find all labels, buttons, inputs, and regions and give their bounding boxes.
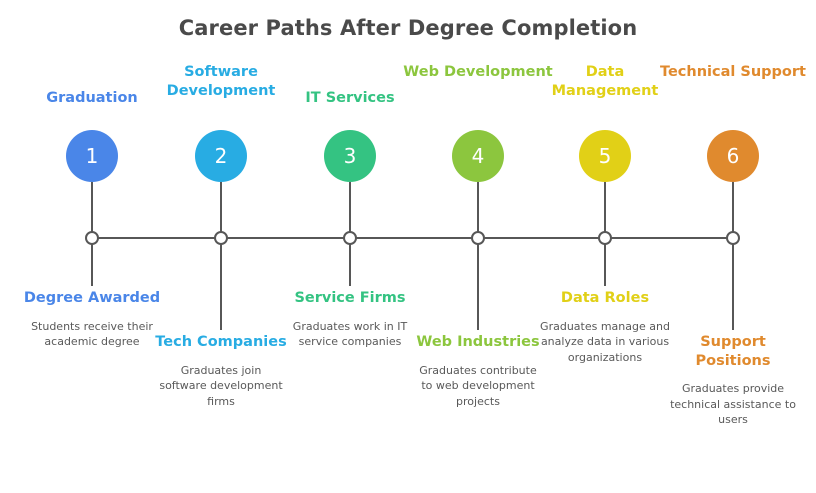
axis-node-4[interactable]	[471, 231, 485, 245]
column-heading-5: Data Management	[551, 64, 659, 99]
step-circle-4[interactable]: 4	[452, 130, 504, 182]
step-circle-3[interactable]: 3	[324, 130, 376, 182]
column-block-2: Tech Companies Graduates join software d…	[146, 333, 296, 409]
block-title-3: Service Firms	[294, 290, 406, 306]
block-title-2: Tech Companies	[155, 334, 287, 350]
column-heading-6: Technical Support	[660, 64, 806, 80]
column-block-1: Degree Awarded Students receive their ac…	[17, 289, 167, 350]
column-heading-1: Graduation	[46, 90, 138, 106]
axis-node-6[interactable]	[726, 231, 740, 245]
step-circle-6[interactable]: 6	[707, 130, 759, 182]
column-block-6: Support Positions Graduates provide tech…	[658, 333, 808, 428]
block-description-1: Students receive their academic degree	[31, 319, 153, 349]
column-heading-4: Web Development	[403, 64, 553, 80]
axis-node-1[interactable]	[85, 231, 99, 245]
block-description-2: Graduates join software development firm…	[159, 363, 283, 408]
block-title-6: Support Positions	[695, 334, 771, 369]
axis-node-2[interactable]	[214, 231, 228, 245]
column-block-5: Data Roles Graduates manage and analyze …	[530, 289, 680, 365]
block-description-6: Graduates provide technical assistance t…	[670, 382, 796, 427]
step-circle-2[interactable]: 2	[195, 130, 247, 182]
step-circle-5[interactable]: 5	[579, 130, 631, 182]
axis-node-5[interactable]	[598, 231, 612, 245]
timeline-column-2: Software Development 2 Tech Companies Gr…	[146, 0, 296, 493]
column-stem-2	[220, 182, 222, 330]
column-heading-3: IT Services	[305, 90, 395, 106]
step-circle-1[interactable]: 1	[66, 130, 118, 182]
axis-node-3[interactable]	[343, 231, 357, 245]
column-stem-4	[477, 182, 479, 330]
column-stem-6	[732, 182, 734, 330]
block-title-1: Degree Awarded	[23, 290, 161, 306]
timeline-column-4: Web Development 4 Web Industries Graduat…	[403, 0, 553, 493]
block-description-3: Graduates work in IT service companies	[292, 319, 408, 349]
block-description-4: Graduates contribute to web development …	[419, 363, 537, 408]
block-title-5: Data Roles	[560, 290, 650, 306]
timeline-column-3: IT Services 3 Service Firms Graduates wo…	[275, 0, 425, 493]
timeline-column-5: Data Management 5 Data Roles Graduates m…	[530, 0, 680, 493]
column-block-3: Service Firms Graduates work in IT servi…	[275, 289, 425, 350]
timeline-column-6: Technical Support 6 Support Positions Gr…	[658, 0, 808, 493]
timeline-axis	[92, 237, 733, 239]
block-title-4: Web Industries	[416, 334, 540, 350]
block-description-5: Graduates manage and analyze data in var…	[540, 319, 670, 364]
column-heading-2: Software Development	[166, 64, 276, 99]
column-block-4: Web Industries Graduates contribute to w…	[403, 333, 553, 409]
timeline-column-1: Graduation 1 Degree Awarded Students rec…	[17, 0, 167, 493]
page-title: Career Paths After Degree Completion	[178, 16, 638, 40]
